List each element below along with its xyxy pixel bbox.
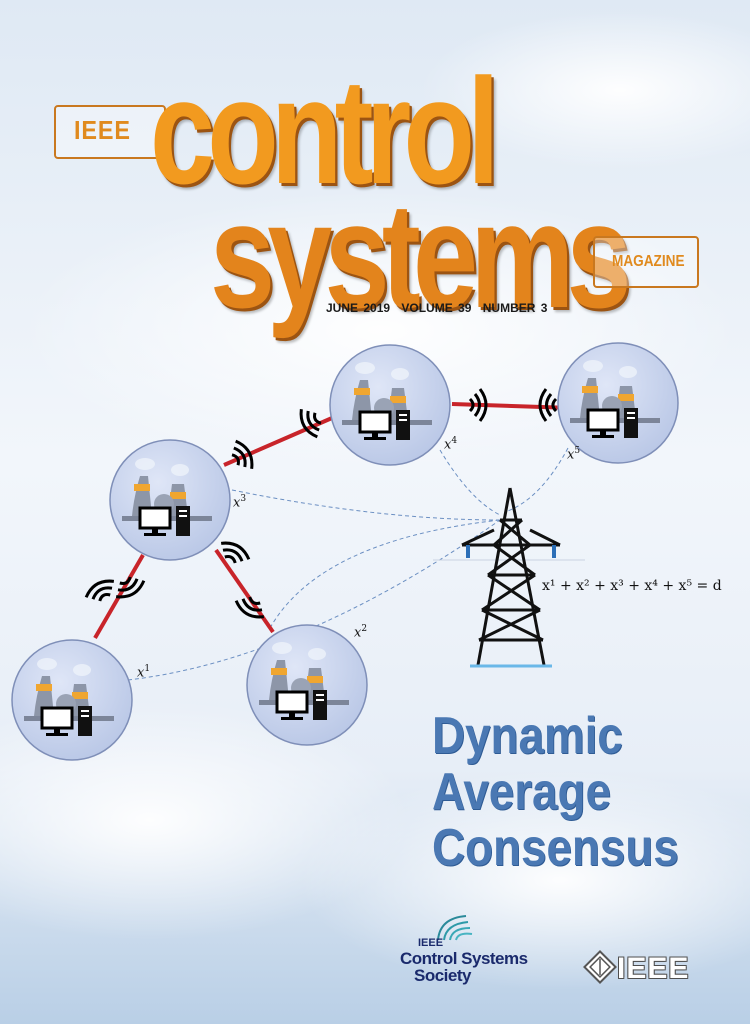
masthead-magazine: MAGAZINE xyxy=(612,253,685,270)
issue-volume: VOLUME 39 xyxy=(401,301,472,315)
issue-date: JUNE 2019 xyxy=(326,301,391,315)
society-line-1: Control Systems xyxy=(400,949,528,968)
node-4 xyxy=(329,344,451,466)
node-1 xyxy=(11,639,133,761)
masthead-ieee: IEEE xyxy=(74,115,131,145)
society-ieee: IEEE xyxy=(418,937,444,949)
power-links xyxy=(127,447,569,681)
node-5 xyxy=(557,342,679,464)
transmission-tower-icon xyxy=(433,487,585,668)
label-x1: x1 xyxy=(137,664,151,681)
node-2 xyxy=(246,624,368,746)
consensus-equation: x¹ + x² + x³ + x⁴ + x⁵ = d xyxy=(542,578,722,594)
label-x3: x3 xyxy=(233,494,247,511)
label-x2: x2 xyxy=(354,624,368,641)
label-x4: x4 xyxy=(444,436,458,453)
masthead-systems: systems xyxy=(210,171,632,339)
title-line-3: Consensus xyxy=(432,819,679,877)
ieee-diamond-icon xyxy=(583,950,617,984)
society-name: Control Systems Society xyxy=(400,950,528,984)
cover-title: Dynamic Average Consensus xyxy=(432,708,696,876)
masthead-control: control xyxy=(150,47,500,215)
ieee-logo-text: IEEE xyxy=(617,952,690,985)
title-line-1: Dynamic xyxy=(432,707,623,765)
node-3 xyxy=(109,439,231,561)
ieee-box xyxy=(54,105,166,159)
issue-number: NUMBER 3 xyxy=(482,301,548,315)
magazine-box xyxy=(593,236,699,288)
title-line-2: Average xyxy=(432,763,611,821)
issue-line: JUNE 2019 VOLUME 39 NUMBER 3 xyxy=(326,301,553,315)
society-line-2: Society xyxy=(414,966,471,985)
label-x5: x5 xyxy=(567,446,581,463)
society-swirl-icon xyxy=(437,915,473,941)
